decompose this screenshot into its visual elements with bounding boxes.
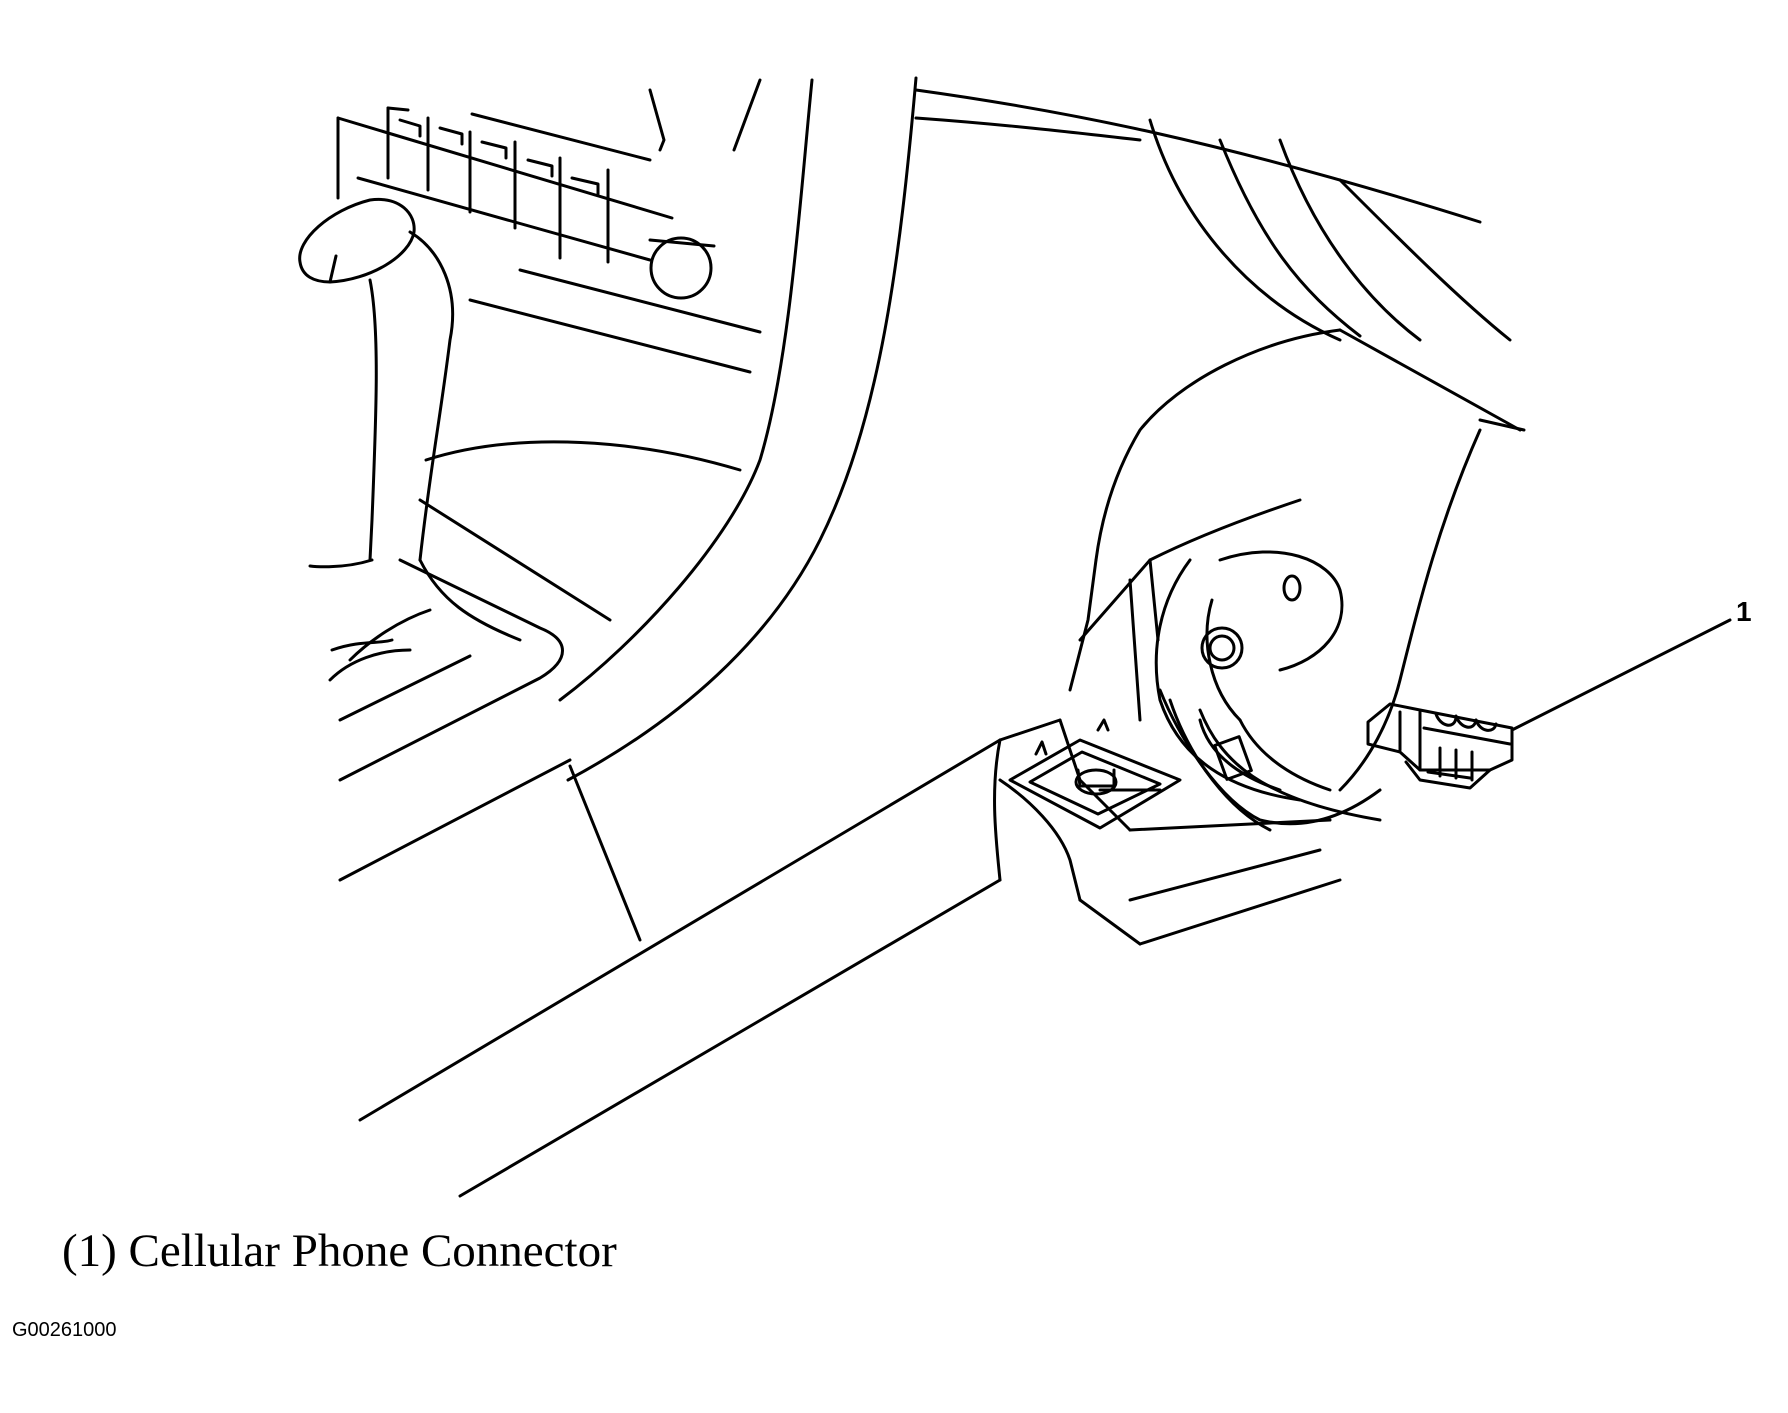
callout-number-1: 1: [1736, 596, 1752, 627]
mounting-bracket-bolt: [1008, 718, 1182, 830]
center-stack-pillar: [558, 76, 1526, 782]
figure-code: G00261000: [12, 1319, 117, 1341]
cellular-phone-connector-drawing: [1366, 702, 1514, 790]
kick-panel: [1068, 328, 1482, 822]
legend-caption: (1) Cellular Phone Connector: [62, 1225, 617, 1277]
callout-leader-line: [1510, 618, 1732, 732]
sill-and-floor: [358, 718, 1342, 1198]
wire-harness: [1158, 688, 1382, 832]
gear-shifter: [298, 197, 522, 682]
dash-switch-panel: [336, 78, 762, 374]
console-tray: [338, 440, 742, 942]
